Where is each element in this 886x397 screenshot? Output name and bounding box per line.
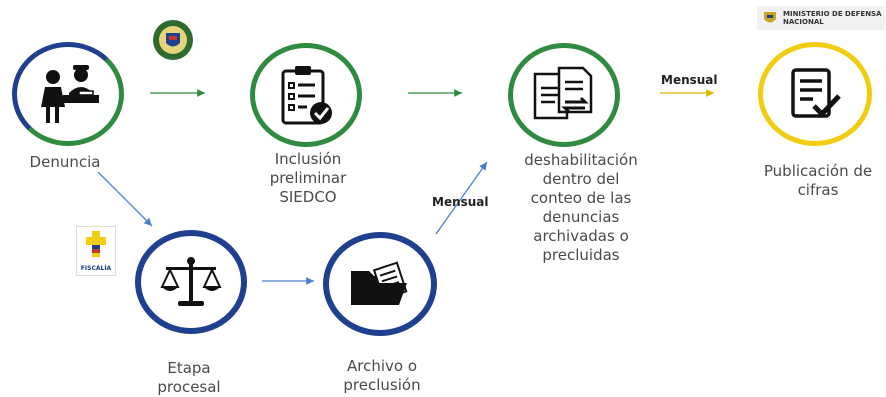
policia-logo [150, 18, 196, 62]
fiscalia-logo: FISCALÍA [76, 226, 116, 276]
arrow-archivo-to-deshabilitacion [435, 161, 488, 235]
node-archivo [323, 232, 437, 336]
node-publicacion-label: Publicación de cifras [763, 162, 873, 199]
edge-label-mensual-top: Mensual [661, 73, 718, 87]
node-archivo-label: Archivo o preclusión [343, 357, 421, 394]
folder-icon [351, 261, 408, 305]
ministerio-logo-text: MINISTERIO DE DEFENSA NACIONAL [783, 10, 882, 26]
node-deshabilitacion [508, 43, 620, 147]
document-exchange-icon [533, 66, 593, 120]
checklist-icon [281, 66, 332, 125]
scales-icon [160, 257, 222, 306]
node-publicacion [758, 42, 872, 146]
ministerio-defensa-logo: MINISTERIO DE DEFENSA NACIONAL [757, 6, 885, 30]
approved-document-icon [791, 68, 841, 118]
fiscalia-logo-text: FISCALÍA [80, 265, 112, 272]
node-denuncia-label: Denuncia [29, 153, 101, 171]
node-denuncia [12, 42, 124, 146]
node-inclusion [250, 43, 362, 147]
node-deshabilitacion-label: deshabilitación dentro del conteo de las… [524, 151, 638, 264]
node-etapa-procesal-label: Etapa procesal [157, 359, 221, 396]
node-etapa-procesal [135, 230, 247, 334]
arrow-denuncia-to-etapa [97, 171, 153, 227]
edge-label-mensual-diagonal: Mensual [432, 195, 489, 209]
node-inclusion-label: Inclusión preliminar SIEDCO [269, 150, 347, 206]
police-report-icon [41, 65, 99, 123]
